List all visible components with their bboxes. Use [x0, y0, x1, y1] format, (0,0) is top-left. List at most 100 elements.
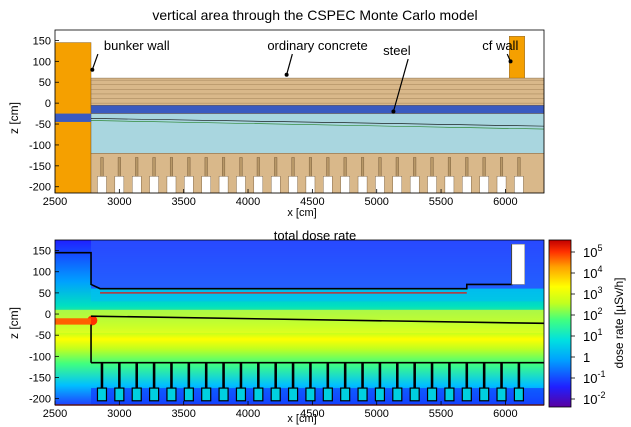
bottom-y-tick-label: 150 — [33, 246, 51, 258]
pillar-base — [253, 387, 264, 402]
pillar-outline — [465, 362, 469, 389]
top-y-tick-label: -50 — [35, 119, 51, 131]
colorbar-tick-label: 103 — [583, 285, 602, 302]
pillar — [343, 157, 347, 177]
colorbar-tick-label: 102 — [583, 306, 602, 323]
annotation-arrowhead — [284, 72, 289, 77]
pillar — [152, 157, 156, 177]
colorbar-tick-label: 105 — [583, 243, 602, 260]
bottom-x-tick-label: 5500 — [429, 408, 453, 420]
pillar — [395, 157, 399, 177]
bunker-steel-insert — [55, 113, 92, 122]
pillar-base — [340, 387, 351, 402]
bottom-x-axis-label: x [cm] — [287, 413, 316, 425]
bottom-x-tick-label: 4500 — [300, 408, 324, 420]
bottom-chart-title: total dose rate — [274, 228, 356, 243]
annotation-label: cf wall — [482, 38, 518, 53]
pillar-outline — [326, 362, 330, 389]
pillar-gap — [305, 176, 316, 194]
pillar-base — [183, 387, 194, 402]
pillar-base — [513, 387, 525, 402]
bottom-y-tick-label: -150 — [29, 373, 51, 385]
annotation-arrowhead — [508, 59, 513, 64]
pillar-outline — [413, 362, 416, 389]
top-y-tick-label: 50 — [39, 77, 51, 89]
bottom-y-tick-label: -100 — [29, 351, 51, 363]
pillar-base — [444, 387, 455, 402]
pillar-base — [496, 387, 507, 402]
pillar-base — [374, 387, 386, 402]
pillar — [482, 157, 486, 177]
region-4 — [90, 113, 545, 154]
top-y-tick-label: 150 — [33, 35, 51, 47]
pillar-gap — [409, 176, 420, 194]
bottom-x-tick-label: 3000 — [107, 408, 131, 420]
pillar-base — [305, 387, 316, 402]
steel-outline — [91, 315, 545, 325]
region-2 — [90, 77, 545, 108]
pillar-gap — [97, 176, 107, 194]
top-y-tick-label: 100 — [33, 56, 51, 68]
bottom-y-tick-label: -200 — [29, 394, 51, 406]
pillar-gap — [149, 176, 159, 194]
bottom-y-tick-label: -50 — [35, 330, 51, 342]
region-5 — [90, 153, 545, 194]
top-x-axis-label: x [cm] — [287, 207, 316, 219]
pillar-outline — [309, 362, 312, 389]
pillar-outline — [257, 362, 260, 389]
pillar-outline — [118, 362, 121, 389]
pillar-outline — [361, 362, 364, 389]
top-y-tick-label: -150 — [29, 161, 51, 173]
pillar — [447, 157, 451, 177]
top-x-tick-label: 5000 — [364, 196, 388, 208]
pillar-outline — [378, 362, 382, 389]
pillar-base — [201, 387, 212, 402]
pillar-base — [270, 387, 281, 402]
annotation-label: ordinary concrete — [267, 38, 367, 53]
top-plot-area — [54, 29, 545, 194]
guide-line-lower — [54, 119, 545, 130]
pillar-outline — [500, 362, 503, 389]
pillar-outline — [170, 362, 173, 389]
shielding-outline — [55, 244, 513, 290]
dose-zone-upper — [91, 240, 544, 289]
top-x-tick-label: 3500 — [171, 196, 195, 208]
bottom-x-tick-label: 2500 — [43, 408, 67, 420]
colorbar-label: dose rate [µSv/h] — [612, 278, 626, 369]
top-x-tick-label: 3000 — [107, 196, 131, 208]
dose-zone-shield-outer — [91, 288, 544, 302]
pillar-gap — [357, 176, 368, 194]
pillar-outline — [187, 362, 191, 389]
pillar-outline — [517, 362, 521, 389]
pillar — [187, 157, 191, 177]
pillar — [517, 157, 521, 177]
pillar-outline — [135, 362, 139, 389]
pillar — [274, 157, 278, 177]
pillar — [291, 157, 295, 177]
top-y-tick-label: -100 — [29, 140, 51, 152]
pillar-base — [479, 387, 490, 402]
pillar-base — [426, 387, 438, 402]
pillar — [308, 157, 312, 177]
bottom-x-tick-label: 5000 — [364, 408, 388, 420]
pillar-outline — [430, 362, 434, 389]
top-x-tick-label: 5500 — [429, 196, 453, 208]
pillar — [500, 157, 504, 177]
pillar-outline — [291, 362, 295, 389]
bottom-y-axis-label: z [cm] — [7, 307, 21, 339]
pillar-base — [148, 387, 160, 402]
pillar-gap — [444, 176, 455, 194]
top-y-tick-label: -200 — [29, 182, 51, 194]
pillar-base — [218, 387, 229, 402]
colorbar-tick-label: 1 — [583, 350, 590, 365]
pillar — [222, 157, 226, 177]
pillar-outline — [448, 362, 451, 389]
pillar-outline — [274, 362, 277, 389]
bottom-y-tick-label: 50 — [39, 288, 51, 300]
pillar-gap — [479, 176, 489, 194]
bottom-plot-area — [54, 239, 545, 406]
top-x-tick-label: 4000 — [236, 196, 260, 208]
annotation-arrow — [286, 53, 293, 75]
pillar — [430, 157, 434, 177]
